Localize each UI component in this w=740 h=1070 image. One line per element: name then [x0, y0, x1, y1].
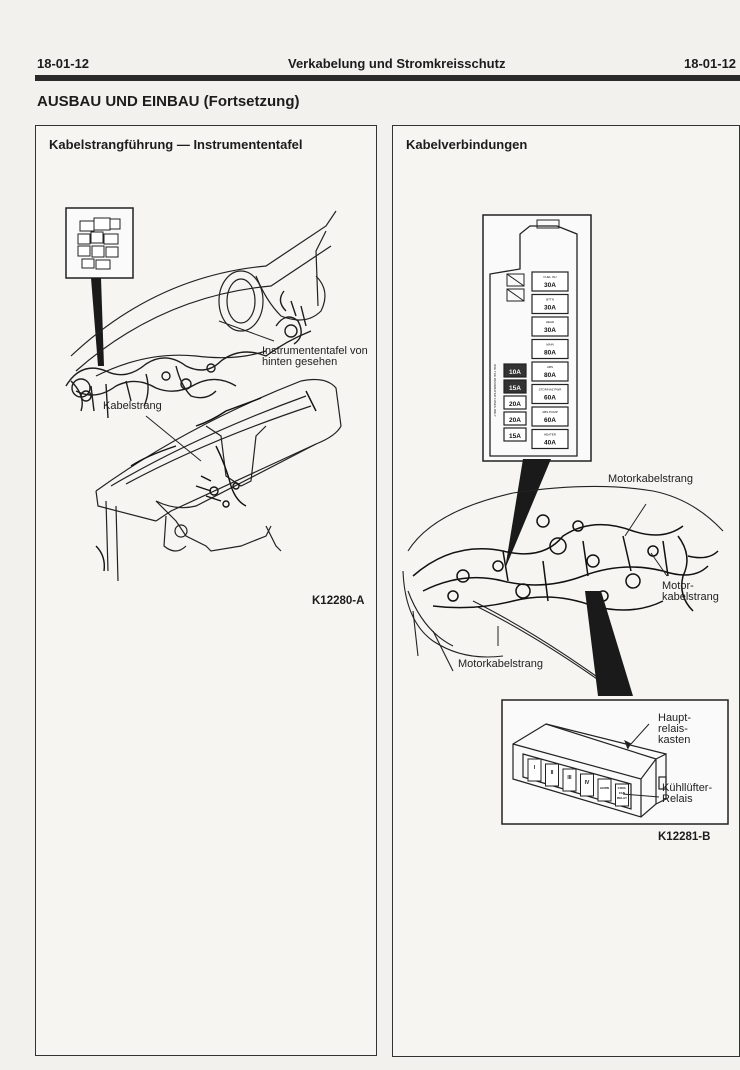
svg-text:HEATER: HEATER — [544, 433, 557, 437]
svg-text:80A: 80A — [544, 350, 556, 357]
svg-text:60A: 60A — [544, 395, 556, 402]
svg-text:FAN: FAN — [619, 791, 625, 795]
chapter-title: Verkabelung und Stromkreisschutz — [288, 56, 506, 71]
main-relay-box-label-line1: Haupt- — [658, 712, 692, 724]
svg-text:COOL: COOL — [618, 786, 627, 790]
panel-title: Kabelverbindungen — [406, 137, 528, 152]
page-number-right: 18-01-12 — [684, 56, 737, 71]
svg-text:20A: 20A — [509, 401, 521, 408]
svg-text:15A: 15A — [509, 385, 521, 392]
main-relay-box-label-line3: kasten — [658, 734, 691, 746]
svg-text:III: III — [567, 775, 572, 781]
instrument-panel-label-line2: hinten gesehen — [262, 356, 338, 368]
fuse-80a: ABS 80A — [531, 361, 569, 382]
fuse-30a: HEAD 30A — [531, 316, 569, 337]
svg-text:60A: 60A — [544, 417, 556, 424]
fuse-60a: ABS PUMP 60A — [531, 406, 569, 427]
svg-text:15A: 15A — [509, 433, 521, 440]
svg-text:II: II — [551, 770, 554, 776]
mini-fuse-15a: 15A — [503, 379, 527, 394]
section-title: AUSBAU UND EINBAU (Fortsetzung) — [37, 93, 300, 110]
instrument-panel-label-line1: Instrumententafel von — [262, 345, 368, 357]
svg-text:FUEL INJ: FUEL INJ — [544, 275, 557, 279]
fuse-box-pointer — [505, 459, 551, 569]
fuse-30a: FUEL INJ 30A — [531, 271, 569, 292]
svg-text:ABS: ABS — [547, 365, 553, 369]
panel-title: Kabelstrangführung — Instrumententafel — [49, 137, 303, 152]
svg-text:USE THE DESIGNATED FUSES ONLY: USE THE DESIGNATED FUSES ONLY — [493, 364, 497, 417]
svg-text:BTTN: BTTN — [546, 298, 554, 302]
figure-id-right: K12281-B — [658, 831, 711, 843]
cooling-fan-relay-label-line1: Kühllüfter- — [662, 782, 713, 794]
svg-text:30A: 30A — [544, 327, 556, 334]
svg-text:30A: 30A — [544, 282, 556, 289]
engine-harness-label-right-line1: Motor- — [662, 580, 694, 592]
cooling-fan-relay-label-line2: Relais — [662, 793, 693, 805]
mini-fuse-10a: 10A — [503, 363, 527, 378]
inset-pointer — [91, 278, 104, 366]
engine-harness-label-top: Motorkabelstrang — [608, 473, 693, 485]
mini-fuse-15a: 15A — [503, 427, 527, 442]
svg-text:ABS PUMP: ABS PUMP — [542, 410, 558, 414]
connector-inset — [65, 207, 134, 279]
instrument-panel-routing-panel: Kabelstrangführung — Instrumententafel — [35, 125, 377, 1056]
harness-label: Kabelstrang — [103, 400, 162, 412]
instrument-panel-illustration — [65, 207, 342, 582]
svg-text:I: I — [534, 765, 536, 771]
svg-text:80A: 80A — [544, 372, 556, 379]
relay-slot: HORN — [597, 778, 612, 802]
svg-text:MAIN: MAIN — [546, 343, 554, 347]
svg-text:STOP/HAZ PWR: STOP/HAZ PWR — [539, 388, 563, 392]
svg-text:10A: 10A — [509, 369, 521, 376]
main-relay-box-label-line2: relais- — [658, 723, 688, 735]
fuse-40a: HEATER 40A — [531, 428, 569, 450]
svg-text:RELAY: RELAY — [617, 796, 627, 800]
engine-bay-illustration — [402, 485, 724, 696]
mini-fuse-20a: 20A — [503, 395, 527, 410]
relay-slot: II — [545, 763, 559, 787]
relay-slot: I — [527, 758, 542, 782]
svg-text:HORN: HORN — [600, 786, 609, 790]
svg-text:IV: IV — [585, 780, 590, 786]
relay-slot: III — [562, 768, 577, 792]
fuse-60a: STOP/HAZ PWR 60A — [531, 383, 569, 405]
svg-text:30A: 30A — [544, 305, 556, 312]
relay-slot: IV — [580, 773, 594, 797]
header-rule — [35, 75, 740, 81]
fuse-30a: BTTN 30A — [531, 293, 569, 315]
mini-fuse-20a: 20A — [503, 411, 527, 426]
svg-text:20A: 20A — [509, 417, 521, 424]
engine-harness-label-right-line2: kabelstrang — [662, 591, 719, 603]
svg-text:40A: 40A — [544, 440, 556, 447]
fuse-box-illustration: USE THE DESIGNATED FUSES ONLY FUEL INJ 30… — [482, 214, 592, 462]
engine-harness-label-bottom: Motorkabelstrang — [458, 658, 543, 670]
fuse-80a: MAIN 80A — [531, 338, 569, 360]
cable-connections-panel: Kabelverbindungen USE THE DESIGNATED FUS… — [392, 125, 740, 1057]
page-number-left: 18-01-12 — [37, 56, 90, 71]
figure-id-left: K12280-A — [312, 595, 365, 607]
svg-text:HEAD: HEAD — [546, 320, 555, 324]
